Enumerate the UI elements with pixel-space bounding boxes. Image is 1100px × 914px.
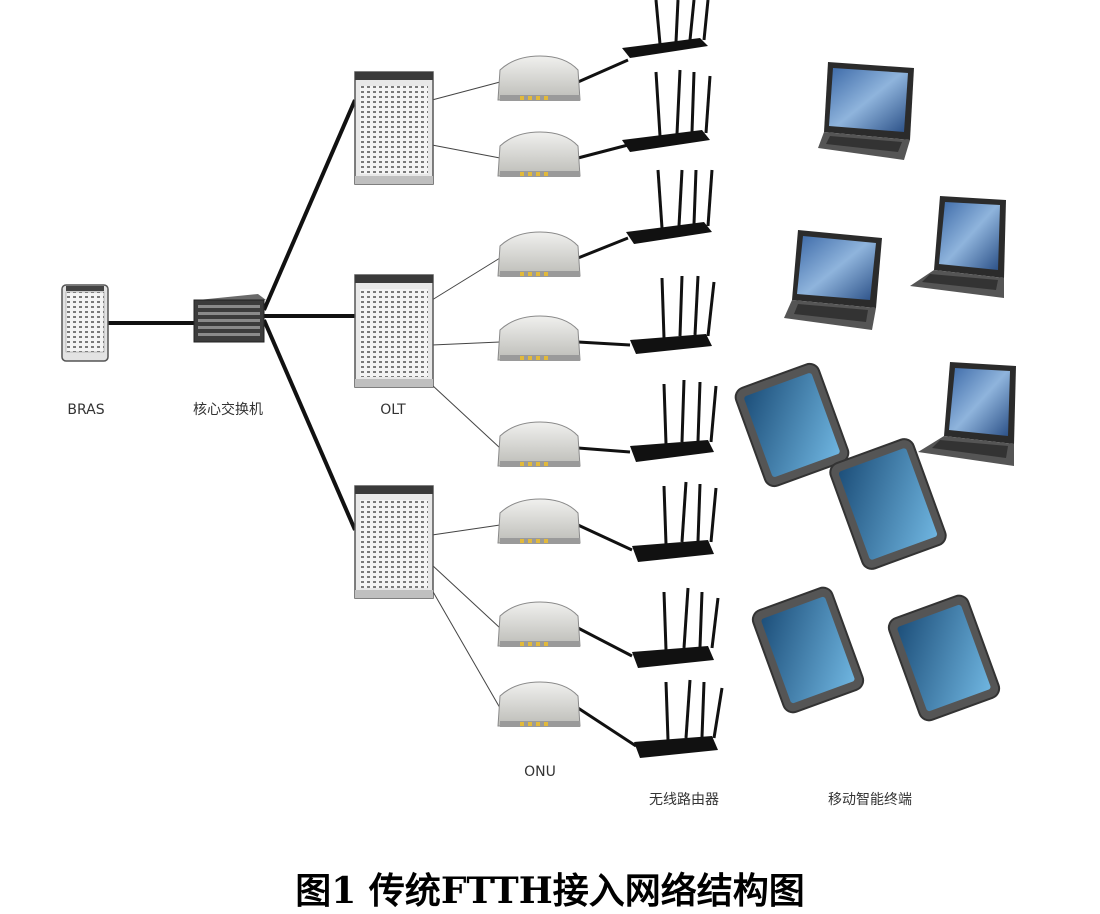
onu-devices (497, 55, 581, 727)
laptop-icon (818, 62, 914, 160)
label-wireless-router: 无线路由器 (649, 792, 719, 808)
label-core-switch: 核心交换机 (193, 401, 263, 418)
tablet-icon (887, 594, 1001, 722)
core-to-olt1-link (262, 99, 357, 311)
onu-device (497, 601, 581, 647)
label-mobile-terminal: 移动智能终端 (828, 792, 912, 808)
onu-device (497, 55, 581, 101)
onu-device (497, 421, 581, 467)
connection-lines (108, 58, 637, 748)
wireless-router (626, 169, 714, 244)
wireless-router (630, 379, 718, 462)
label-bras: BRAS (67, 402, 104, 418)
tablet-icon (734, 362, 850, 488)
wireless-router (630, 275, 716, 354)
olt-to-onu-links (431, 81, 501, 709)
onu-device (497, 498, 581, 544)
onu-device (497, 681, 581, 727)
core-switch-device (193, 294, 266, 343)
wireless-router (634, 679, 724, 758)
olt-device-3 (354, 485, 434, 599)
laptop-icon (910, 196, 1006, 298)
figure-caption: 图1 传统FTTH接入网络结构图 (295, 870, 805, 912)
bras-device (61, 284, 109, 362)
wireless-router (622, 0, 710, 58)
onu-device (497, 231, 581, 277)
laptop-icon (918, 362, 1016, 466)
wireless-routers (622, 0, 724, 758)
olt-device-1 (354, 71, 434, 185)
label-onu: ONU (524, 764, 556, 780)
laptops (784, 62, 1016, 466)
core-to-olt3-link (262, 319, 357, 531)
onu-device (497, 315, 581, 361)
olt-device-2 (354, 274, 434, 388)
laptop-icon (784, 230, 882, 330)
tablets (734, 362, 1001, 722)
wireless-router (622, 69, 712, 152)
onu-to-router-links (577, 58, 637, 748)
onu-device (497, 131, 581, 177)
wireless-router (632, 481, 718, 562)
tablet-icon (829, 438, 947, 570)
tablet-icon (751, 586, 865, 714)
wireless-router (632, 587, 720, 668)
label-olt: OLT (380, 402, 406, 418)
